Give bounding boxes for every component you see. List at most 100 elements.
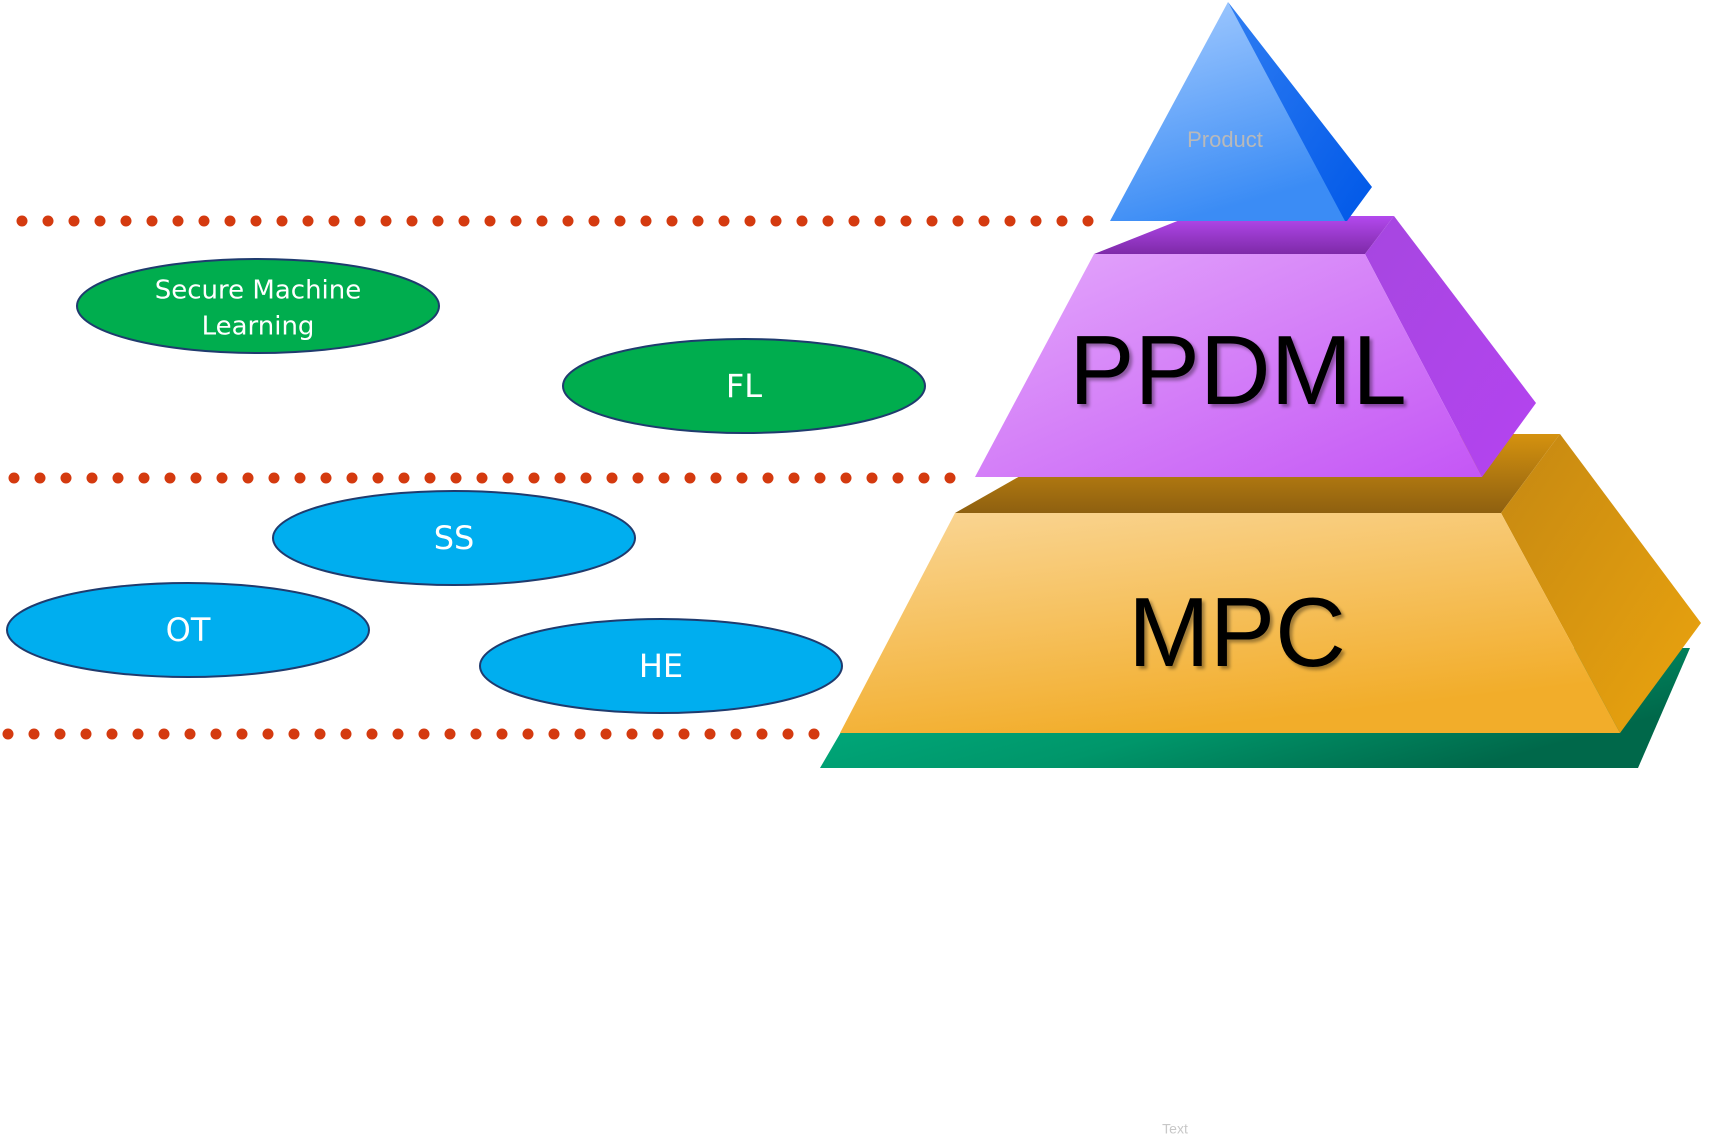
separator-dot (502, 472, 514, 484)
separator-dot (190, 472, 202, 484)
separator-dot (588, 215, 600, 227)
secure-ml-label-line2: Learning (202, 312, 315, 342)
pyramid-layer-product: Product (1110, 2, 1372, 221)
ellipse-he: HE (479, 618, 843, 714)
dotted-separator-bottom (2, 728, 820, 740)
ppdml-side-face (1365, 216, 1536, 477)
separator-dot (1056, 215, 1068, 227)
separator-dot (658, 472, 670, 484)
separator-dot (250, 215, 262, 227)
separator-dot (138, 472, 150, 484)
separator-dot (8, 472, 20, 484)
separator-dot (1082, 215, 1094, 227)
separator-dot (900, 215, 912, 227)
separator-dot (796, 215, 808, 227)
ss-label: SS (434, 519, 475, 557)
separator-dot (450, 472, 462, 484)
separator-dot (666, 215, 678, 227)
ellipse-ss: SS (272, 490, 636, 586)
separator-dot (548, 728, 560, 740)
mpc-label: MPC (1128, 577, 1346, 687)
product-front-face (1110, 2, 1345, 221)
separator-dot (736, 472, 748, 484)
separator-dot (640, 215, 652, 227)
separator-dot (458, 215, 470, 227)
separator-dot (262, 728, 274, 740)
separator-dot (366, 728, 378, 740)
separator-dot (42, 215, 54, 227)
ot-label: OT (166, 611, 211, 649)
separator-dot (600, 728, 612, 740)
separator-dot (652, 728, 664, 740)
separator-dot (1030, 215, 1042, 227)
separator-dot (574, 728, 586, 740)
separator-dot (146, 215, 158, 227)
separator-dot (770, 215, 782, 227)
separator-dot (380, 215, 392, 227)
separator-dot (744, 215, 756, 227)
separator-dot (632, 472, 644, 484)
ppdml-label: PPDML (1069, 315, 1407, 425)
separator-dot (198, 215, 210, 227)
separator-dot (814, 472, 826, 484)
mpc-front-face (840, 513, 1620, 733)
separator-dot (54, 728, 66, 740)
separator-dot (1004, 215, 1016, 227)
separator-dot (242, 472, 254, 484)
separator-dot (528, 472, 540, 484)
separator-dot (210, 728, 222, 740)
separator-dot (288, 728, 300, 740)
separator-dot (730, 728, 742, 740)
separator-dot (60, 472, 72, 484)
separator-dot (626, 728, 638, 740)
separator-dot (952, 215, 964, 227)
ellipse-fl: FL (562, 338, 926, 434)
separator-dot (392, 728, 404, 740)
separator-dot (28, 728, 40, 740)
separator-dot (120, 215, 132, 227)
separator-dot (476, 472, 488, 484)
ppdml-front-face (975, 254, 1482, 477)
dotted-separator-middle (8, 472, 956, 484)
separator-dot (614, 215, 626, 227)
separator-dot (164, 472, 176, 484)
separator-dot (470, 728, 482, 740)
separator-dot (294, 472, 306, 484)
footer-text: Text (1162, 1121, 1188, 1137)
separator-dot (782, 728, 794, 740)
separator-dot (822, 215, 834, 227)
separator-dot (354, 215, 366, 227)
separator-dot (328, 215, 340, 227)
separator-dot (94, 215, 106, 227)
separator-dot (678, 728, 690, 740)
separator-dot (808, 728, 820, 740)
separator-dot (840, 472, 852, 484)
separator-dot (536, 215, 548, 227)
secure-ml-label-line1: Secure Machine (155, 276, 362, 306)
separator-dot (406, 215, 418, 227)
separator-dot (418, 728, 430, 740)
ppdml-top-face (1094, 216, 1394, 254)
pyramid-layer-ppdml: PPDML (975, 216, 1536, 477)
separator-dot (944, 472, 956, 484)
separator-dot (756, 728, 768, 740)
he-label: HE (639, 647, 683, 685)
separator-dot (606, 472, 618, 484)
separator-dot (106, 728, 118, 740)
separator-dot (704, 728, 716, 740)
separator-dot (302, 215, 314, 227)
separator-dot (184, 728, 196, 740)
separator-dot (562, 215, 574, 227)
separator-dot (112, 472, 124, 484)
separator-dot (718, 215, 730, 227)
separator-dot (236, 728, 248, 740)
ellipse-ot: OT (6, 582, 370, 678)
separator-dot (692, 215, 704, 227)
separator-dot (424, 472, 436, 484)
separator-dot (224, 215, 236, 227)
separator-dot (268, 472, 280, 484)
mpc-side-face (1501, 434, 1701, 733)
separator-dot (340, 728, 352, 740)
separator-dot (2, 728, 14, 740)
